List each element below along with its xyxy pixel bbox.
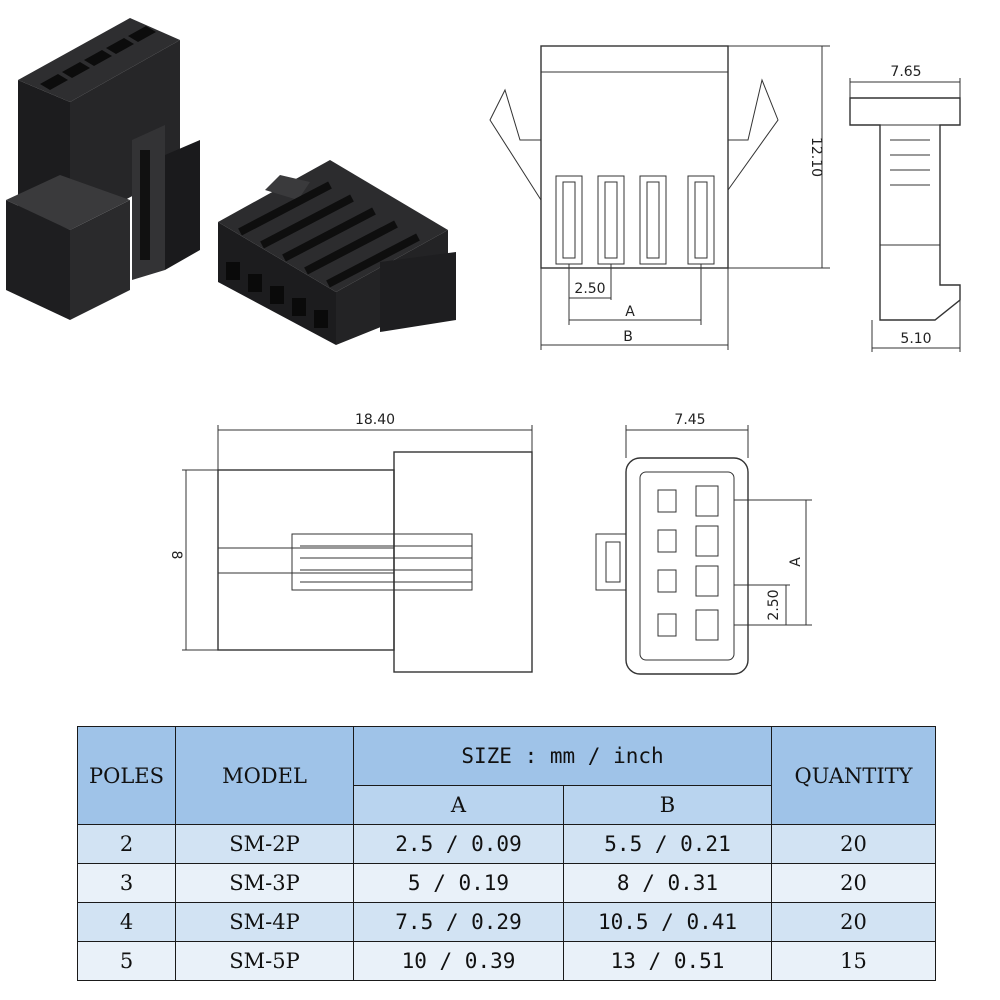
cell-model: SM-2P	[175, 824, 354, 864]
cell-quantity: 15	[771, 941, 937, 981]
spec-table: POLES MODEL SIZE : mm / inch QUANTITY A …	[77, 726, 937, 981]
header-model: MODEL	[175, 726, 354, 825]
dim-b-front: B	[623, 329, 633, 345]
cell-a: 5 / 0.19	[353, 863, 564, 903]
table-row: 5 SM-5P 10 / 0.39 13 / 0.51 15	[77, 941, 937, 981]
table-row: 2 SM-2P 2.5 / 0.09 5.5 / 0.21 20	[77, 824, 937, 864]
cell-poles: 3	[77, 863, 176, 903]
cell-b: 8 / 0.31	[562, 863, 773, 903]
header-b: B	[562, 785, 773, 825]
cell-model: SM-5P	[175, 941, 354, 981]
dim-height-b: 8	[168, 551, 184, 560]
dim-bottom-width: 5.10	[900, 331, 931, 347]
dim-pitch-front: 2.50	[574, 281, 605, 297]
cell-b: 13 / 0.51	[562, 941, 773, 981]
dim-a-front: A	[625, 304, 635, 320]
cell-b: 5.5 / 0.21	[562, 824, 773, 864]
cell-a: 2.5 / 0.09	[353, 824, 564, 864]
header-poles: POLES	[77, 726, 176, 825]
dim-length: 18.40	[355, 412, 395, 428]
header-size: SIZE : mm / inch	[352, 726, 773, 786]
cell-quantity: 20	[771, 902, 937, 942]
cell-poles: 2	[77, 824, 176, 864]
dim-pitch-end: 2.50	[766, 589, 782, 620]
cell-quantity: 20	[771, 863, 937, 903]
dim-end-width: 7.45	[674, 412, 705, 428]
cell-poles: 4	[77, 902, 176, 942]
cell-a: 10 / 0.39	[353, 941, 564, 981]
header-a: A	[353, 785, 564, 825]
table-row: 4 SM-4P 7.5 / 0.29 10.5 / 0.41 20	[77, 902, 937, 942]
cell-model: SM-4P	[175, 902, 354, 942]
front-view-drawing	[489, 45, 830, 350]
side-view-drawing	[849, 78, 961, 352]
connector-photo-tall	[6, 18, 200, 320]
table-row: 3 SM-3P 5 / 0.19 8 / 0.31 20	[77, 863, 937, 903]
length-view-drawing	[182, 425, 533, 673]
header-quantity: QUANTITY	[771, 726, 937, 825]
cell-poles: 5	[77, 941, 176, 981]
dim-height: 12.10	[808, 137, 824, 177]
dim-top-width: 7.65	[890, 64, 921, 80]
end-view-drawing	[595, 425, 812, 675]
dim-a-end: A	[788, 557, 804, 567]
connector-photo-low	[218, 160, 456, 345]
cell-b: 10.5 / 0.41	[562, 902, 773, 942]
cell-quantity: 20	[771, 824, 937, 864]
cell-model: SM-3P	[175, 863, 354, 903]
drawings: 12.10 2.50 A B 7.65 5.10 18.40	[6, 18, 961, 675]
cell-a: 7.5 / 0.29	[353, 902, 564, 942]
